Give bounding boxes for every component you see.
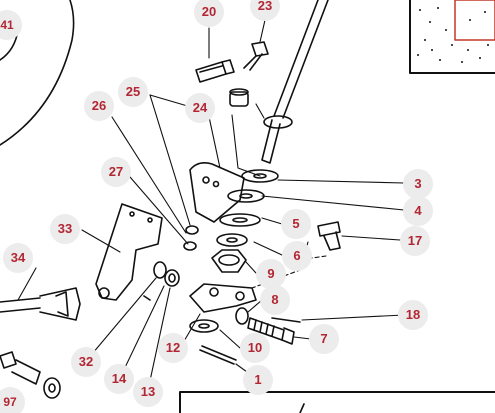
screw-23 [243, 41, 269, 71]
callout-26: 26 [84, 91, 114, 121]
callout-23: 23 [250, 0, 280, 21]
bolt-97 [0, 351, 61, 399]
callout-17: 17 [400, 226, 430, 256]
callout-13: 13 [133, 377, 163, 407]
callout-10: 10 [240, 333, 270, 363]
inset-thumbnail [409, 0, 495, 74]
bushings [143, 261, 180, 301]
rod-end-34 [0, 287, 81, 321]
callout-20: 20 [194, 0, 224, 27]
callout-6: 6 [282, 241, 312, 271]
washer-10 [189, 319, 219, 333]
callout-97: 97 [0, 387, 25, 413]
bracket-33 [95, 203, 163, 301]
callout-14: 14 [104, 364, 134, 394]
small-washers [183, 225, 199, 251]
clevis-pin-17 [317, 221, 341, 251]
bushing-24 [229, 88, 249, 107]
callout-32: 32 [71, 347, 101, 377]
cotter-pin-18 [271, 317, 301, 323]
callout-9: 9 [256, 259, 286, 289]
upper-bracket [189, 162, 245, 223]
callout-41: 41 [0, 10, 22, 40]
callout-7: 7 [309, 324, 339, 354]
callout-27: 27 [101, 157, 131, 187]
callout-18: 18 [398, 300, 428, 330]
callout-24: 24 [185, 93, 215, 123]
washer-8 [235, 307, 249, 325]
bottom-frame [179, 391, 495, 413]
nut-9 [211, 249, 247, 273]
leader-lines [17, 19, 405, 391]
callout-34: 34 [3, 243, 33, 273]
callout-5: 5 [281, 209, 311, 239]
callout-8: 8 [260, 285, 290, 315]
callout-33: 33 [50, 214, 80, 244]
callout-25: 25 [118, 77, 148, 107]
link-arm-12 [189, 283, 257, 313]
cotter-pin-1 [199, 345, 237, 365]
bolt-20 [195, 59, 235, 83]
callout-12: 12 [158, 333, 188, 363]
bolt-7 [247, 317, 295, 345]
washer-stack [216, 169, 279, 247]
main-rod [261, 0, 329, 164]
callout-4: 4 [403, 196, 433, 226]
callout-1: 1 [243, 365, 273, 395]
callout-3: 3 [403, 169, 433, 199]
